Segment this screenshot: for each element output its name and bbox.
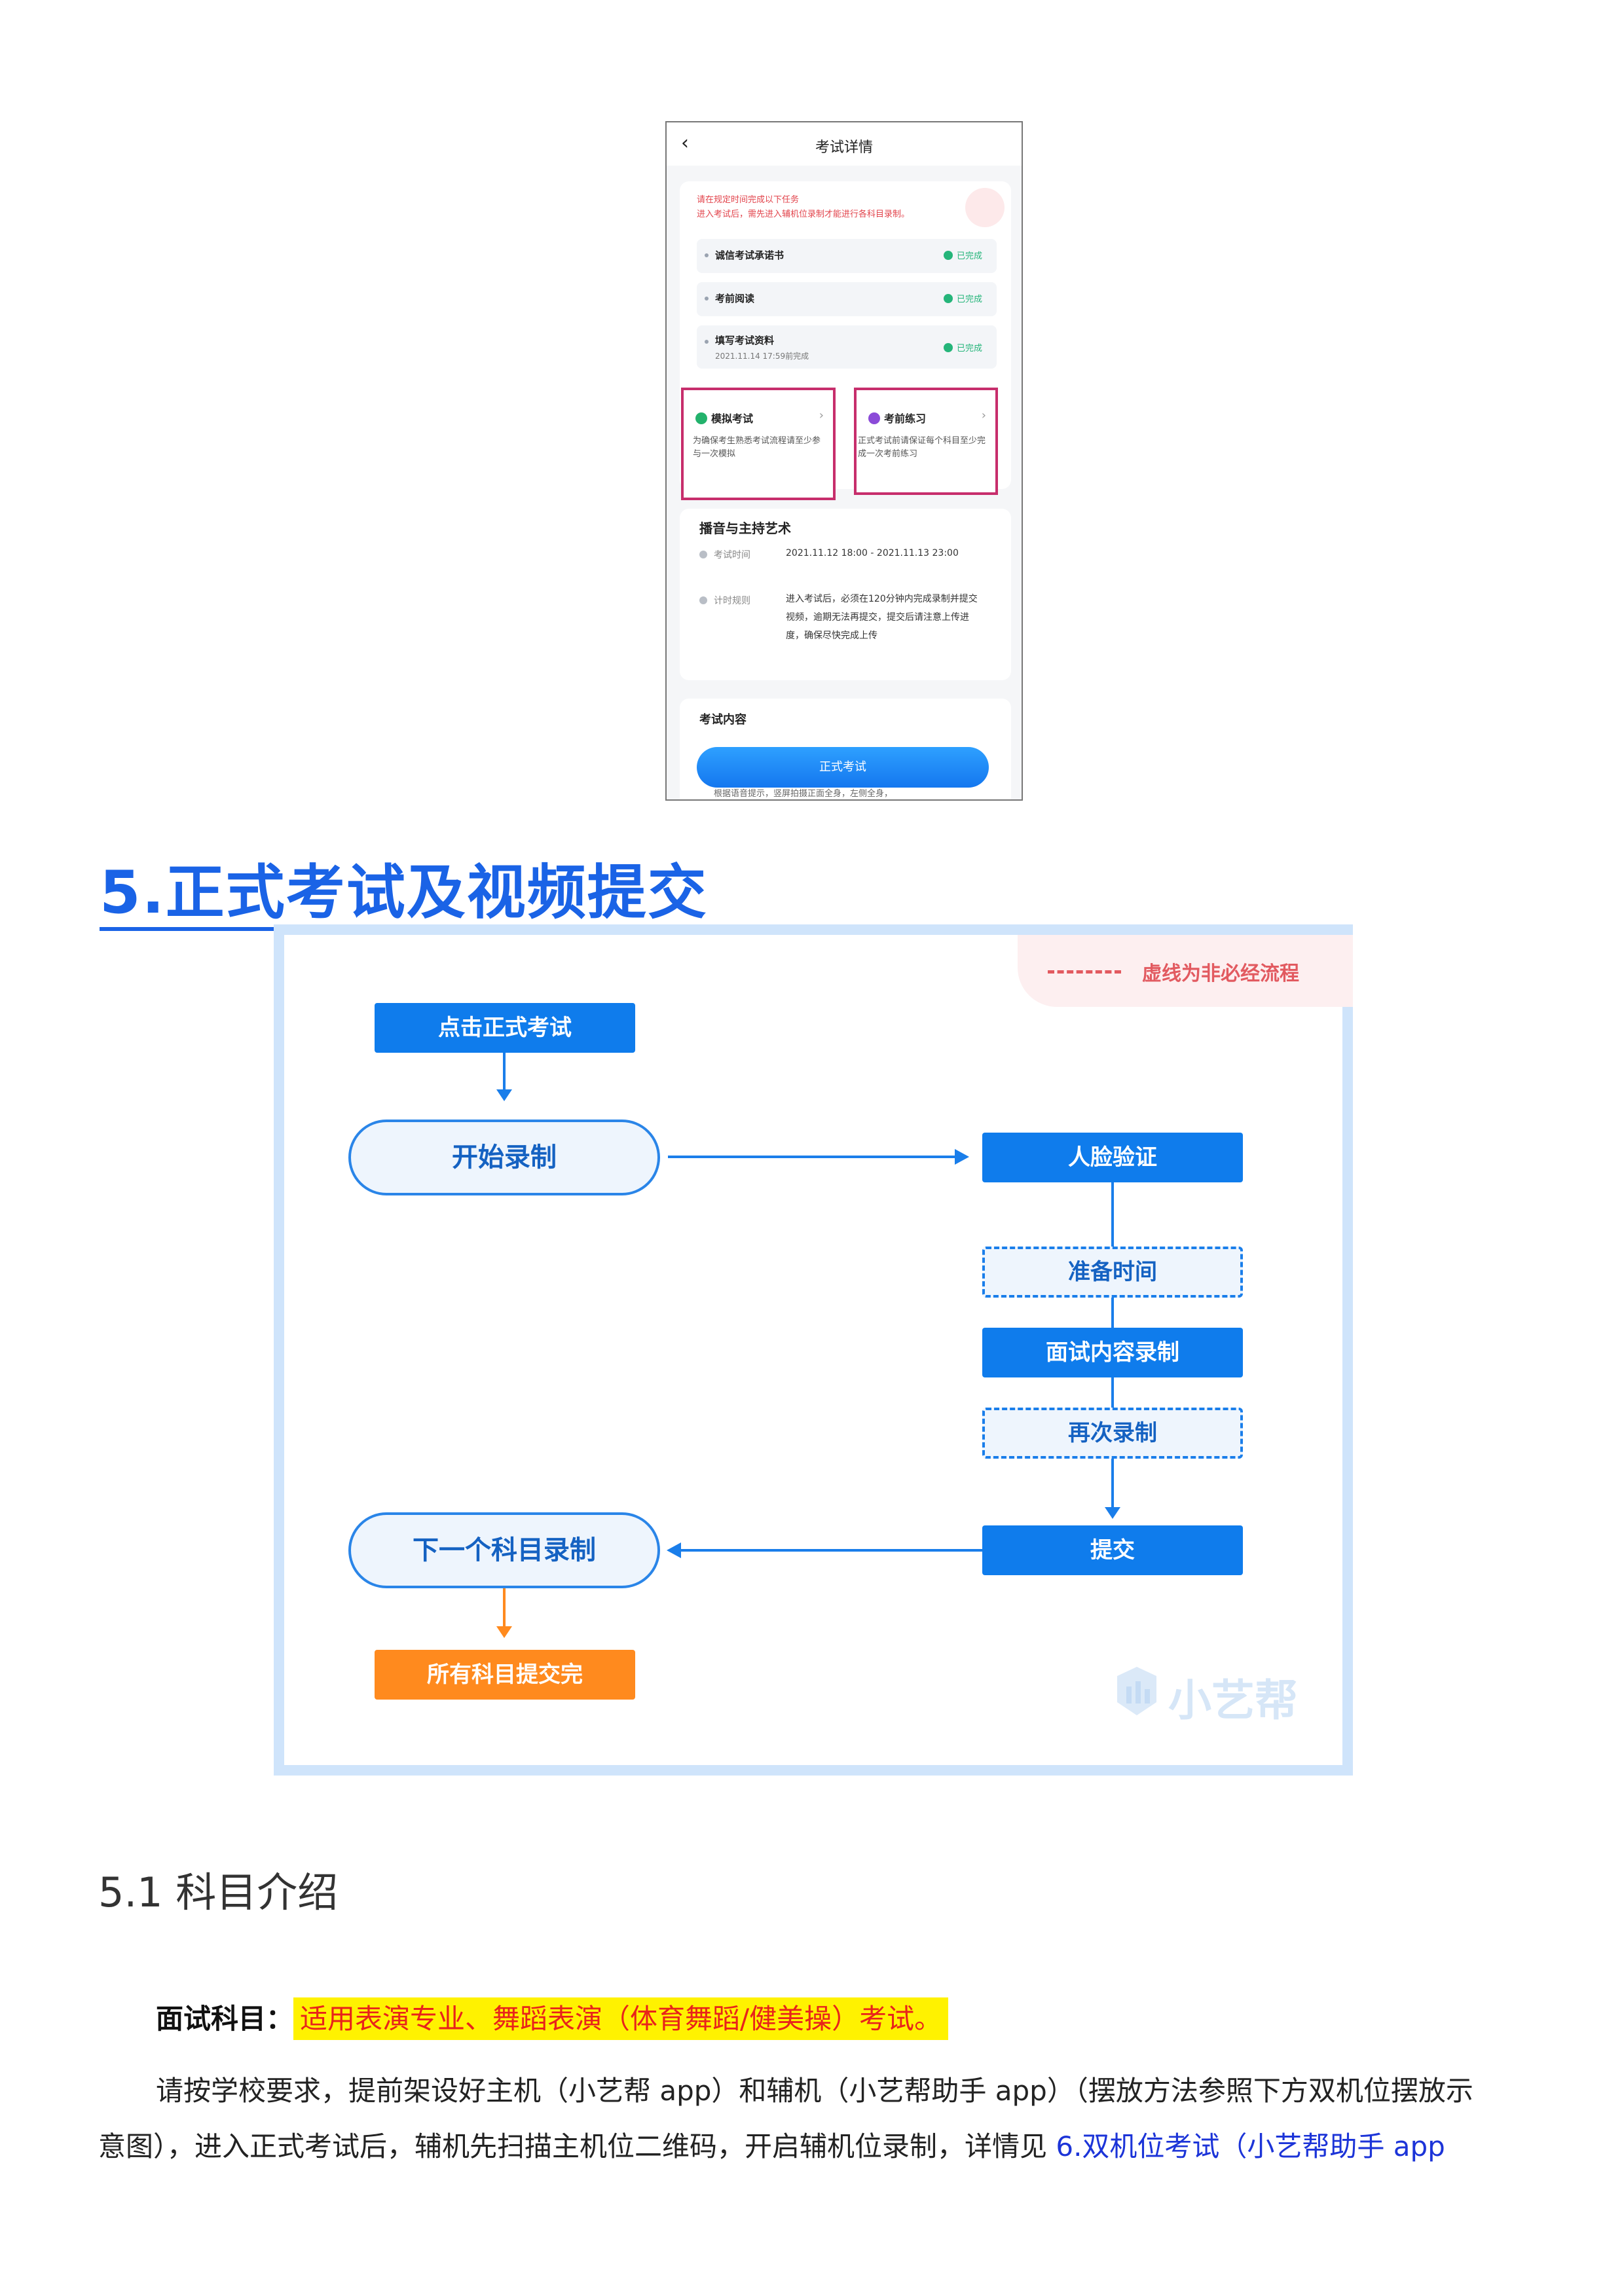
arrow-line xyxy=(1111,1459,1114,1510)
task-item[interactable]: 填写考试资料 2021.11.14 17:59前完成 已完成 xyxy=(697,325,997,369)
task-item[interactable]: 考前阅读 已完成 xyxy=(697,282,997,316)
node-interview-record: 面试内容录制 xyxy=(982,1328,1243,1377)
check-icon xyxy=(943,251,953,260)
subsection-heading: 5.1 科目介绍 xyxy=(98,1868,339,1916)
start-exam-button[interactable]: 正式考试 xyxy=(697,747,989,788)
arrow-down-icon xyxy=(496,1626,512,1638)
chevron-right-icon: › xyxy=(819,409,824,422)
subject-name: 播音与主持艺术 xyxy=(699,520,791,536)
practice-icon xyxy=(868,412,880,424)
arrow-line xyxy=(503,1053,506,1092)
task-item[interactable]: 诚信考试承诺书 已完成 xyxy=(697,239,997,273)
node-face-verify: 人脸验证 xyxy=(982,1133,1243,1182)
notice-line-2: 进入考试后，需先进入辅机位录制才能进行各科目录制。 xyxy=(697,210,910,219)
notice-badge xyxy=(965,188,1005,227)
exam-detail-screenshot: ‹ 考试详情 请在规定时间完成以下任务 进入考试后，需先进入辅机位录制才能进行各… xyxy=(665,121,1023,801)
arrow-line xyxy=(680,1549,982,1552)
clock-icon xyxy=(699,551,707,558)
section-heading: 5.正式考试及视频提交 xyxy=(100,845,708,931)
practice-desc: 正式考试前请保证每个科目至少完成一次考前练习 xyxy=(858,436,986,459)
check-icon xyxy=(943,294,953,303)
task-status: 已完成 xyxy=(943,249,982,261)
task-label: 诚信考试承诺书 xyxy=(715,249,784,261)
mock-exam-card[interactable]: 模拟考试 为确保考生熟悉考试流程请至少参与一次模拟 › xyxy=(681,388,836,500)
arrow-right-icon xyxy=(955,1149,969,1165)
node-start-record: 开始录制 xyxy=(348,1120,660,1195)
legend-box: 虚线为非必经流程 xyxy=(1018,935,1353,1007)
node-next-subject: 下一个科目录制 xyxy=(348,1512,660,1588)
task-status: 已完成 xyxy=(943,292,982,304)
xiaoyibang-logo-icon xyxy=(1111,1663,1163,1722)
chevron-right-icon: › xyxy=(981,409,986,422)
arrow-line xyxy=(503,1588,506,1629)
phone-title: 考试详情 xyxy=(815,139,873,156)
mock-exam-icon xyxy=(695,412,707,424)
subject-card: 播音与主持艺术 考试时间 2021.11.12 18:00 - 2021.11.… xyxy=(680,509,1011,680)
mock-exam-title: 模拟考试 xyxy=(695,410,753,426)
task-label: 填写考试资料 xyxy=(715,335,775,346)
legend-label: 虚线为非必经流程 xyxy=(1142,962,1299,985)
practice-card[interactable]: 考前练习 正式考试前请保证每个科目至少完成一次考前练习 › xyxy=(854,388,998,495)
task-status: 已完成 xyxy=(943,341,982,354)
connector-line xyxy=(1111,1377,1114,1408)
arrow-down-icon xyxy=(1105,1507,1120,1519)
arrow-line xyxy=(668,1156,956,1158)
timing-rule-value: 进入考试后，必须在120分钟内完成录制并提交视频，逾期无法再提交，提交后请注意上… xyxy=(786,594,978,641)
instruction-paragraph-line-2: 意图），进入正式考试后，辅机先扫描主机位二维码，开启辅机位录制，详情见 6.双机… xyxy=(98,2130,1445,2162)
arrow-left-icon xyxy=(667,1542,681,1558)
exam-time-label: 考试时间 xyxy=(699,548,750,561)
bullet-icon xyxy=(705,340,709,344)
check-icon xyxy=(943,343,953,352)
bullet-icon xyxy=(705,253,709,257)
task-deadline: 2021.11.14 17:59前完成 xyxy=(715,352,809,361)
phone-topbar: ‹ 考试详情 xyxy=(667,122,1022,166)
dual-camera-link[interactable]: 6.双机位考试（小艺帮助手 app xyxy=(1056,2130,1445,2162)
practice-title: 考前练习 xyxy=(868,410,926,426)
arrow-down-icon xyxy=(496,1089,512,1101)
connector-line xyxy=(1111,1182,1114,1247)
exam-flowchart: 虚线为非必经流程 点击正式考试 开始录制 人脸验证 准备时间 面试内容录制 再次… xyxy=(274,924,1353,1776)
task-label: 考前阅读 xyxy=(715,293,755,304)
mock-exam-desc: 为确保考生熟悉考试流程请至少参与一次模拟 xyxy=(693,436,821,459)
exam-time-value: 2021.11.12 18:00 - 2021.11.13 23:00 xyxy=(786,548,959,558)
node-submit: 提交 xyxy=(982,1525,1243,1575)
timer-icon xyxy=(699,596,707,604)
content-title: 考试内容 xyxy=(699,713,747,727)
watermark-text: 小艺帮 xyxy=(1168,1675,1298,1726)
interview-subject-highlight: 适用表演专业、舞蹈表演（体育舞蹈/健美操）考试。 xyxy=(293,1997,949,2040)
bullet-icon xyxy=(705,297,709,301)
instruction-paragraph-line-1: 请按学校要求，提前架设好主机（小艺帮 app）和辅机（小艺帮助手 app）（摆放… xyxy=(156,2075,1473,2107)
interview-subject-label: 面试科目： xyxy=(156,2003,294,2035)
notice-line-1: 请在规定时间完成以下任务 xyxy=(697,195,800,205)
interview-subject-line: 面试科目：适用表演专业、舞蹈表演（体育舞蹈/健美操）考试。 xyxy=(156,1997,949,2040)
bottom-tip: 根据语音提示，竖屏拍摄正面全身，左侧全身， xyxy=(714,789,893,799)
connector-line xyxy=(1111,1298,1114,1328)
chevron-left-icon[interactable]: ‹ xyxy=(681,132,689,155)
dashed-line-sample xyxy=(1048,970,1121,974)
node-re-record: 再次录制 xyxy=(982,1408,1243,1459)
node-all-done: 所有科目提交完 xyxy=(375,1650,635,1700)
node-prepare-time: 准备时间 xyxy=(982,1247,1243,1298)
node-click-exam: 点击正式考试 xyxy=(375,1003,635,1053)
timing-rule-label: 计时规则 xyxy=(699,594,750,607)
